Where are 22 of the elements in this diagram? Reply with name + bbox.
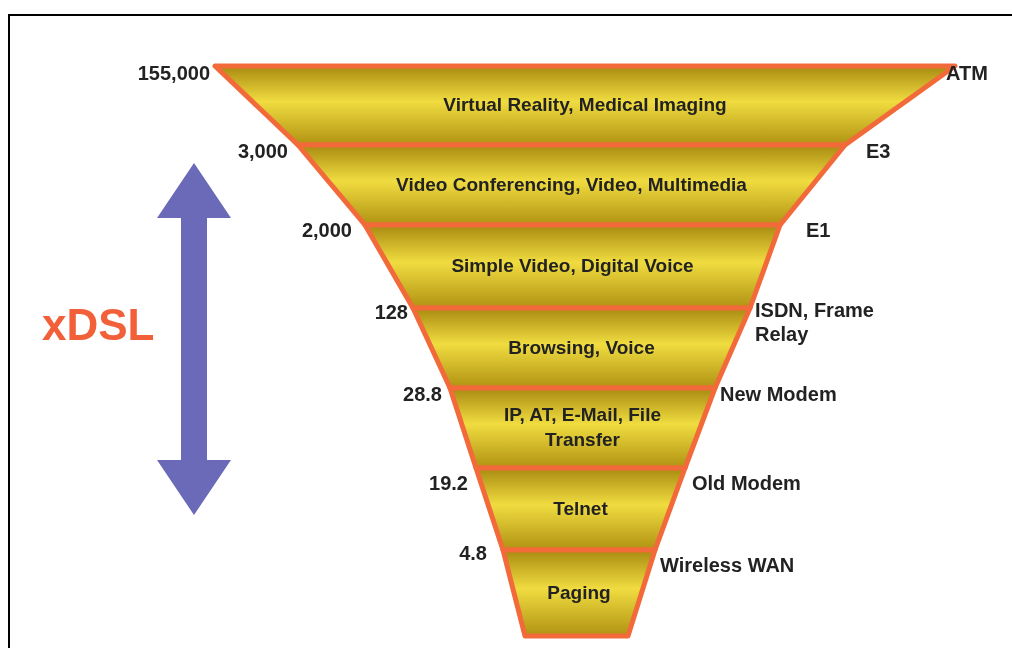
technology-label: E3 bbox=[866, 139, 891, 163]
band-label: Virtual Reality, Medical Imaging bbox=[443, 93, 727, 118]
speed-label: 128 bbox=[374, 300, 408, 324]
speed-label: 19.2 bbox=[429, 471, 468, 495]
band-label: Browsing, Voice bbox=[508, 335, 655, 360]
technology-label: Wireless WAN bbox=[660, 553, 795, 577]
technology-label: Old Modem bbox=[692, 471, 801, 495]
speed-label: 3,000 bbox=[237, 139, 288, 163]
speed-label: 4.8 bbox=[459, 541, 487, 565]
band-label: Simple Video, Digital Voice bbox=[451, 254, 694, 279]
band-label: IP, AT, E-Mail, File Transfer bbox=[503, 403, 662, 452]
band-label: Telnet bbox=[553, 496, 608, 521]
band-label: Paging bbox=[547, 580, 611, 605]
band-label: Video Conferencing, Video, Multimedia bbox=[396, 172, 747, 197]
technology-label: ATM bbox=[946, 61, 988, 85]
speed-label: 28.8 bbox=[403, 382, 442, 406]
technology-label: ISDN, Frame Relay bbox=[755, 298, 875, 346]
speed-label: 2,000 bbox=[301, 218, 352, 242]
speed-label: 155,000 bbox=[137, 61, 210, 85]
technology-label: New Modem bbox=[720, 382, 837, 406]
axis-label: xDSL bbox=[42, 300, 155, 350]
technology-label: E1 bbox=[806, 218, 831, 242]
